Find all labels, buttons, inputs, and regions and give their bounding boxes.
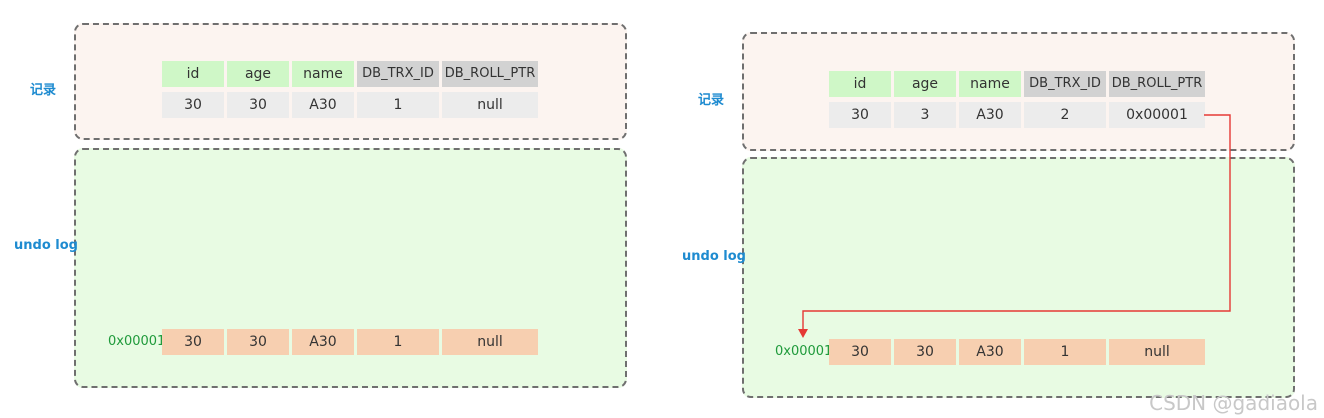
undo-db-roll-ptr: null bbox=[1109, 339, 1205, 365]
right-panel: 记录 undo log id age name DB_TRX_ID DB_ROL… bbox=[662, 0, 1324, 418]
record-id: 30 bbox=[162, 92, 224, 118]
header-db-trx-id: DB_TRX_ID bbox=[357, 61, 439, 87]
left-panel: 记录 undo log id age name DB_TRX_ID DB_ROL… bbox=[14, 23, 627, 388]
roll-pointer-arrow bbox=[798, 114, 1231, 338]
undo-log-label: undo log bbox=[682, 249, 746, 264]
record-db-trx-id: 2 bbox=[1024, 102, 1106, 128]
record-id: 30 bbox=[829, 102, 891, 128]
undo-value-row: 30 30 A30 1 null bbox=[162, 329, 538, 355]
record-age: 3 bbox=[894, 102, 956, 128]
header-db-roll-ptr: DB_ROLL_PTR bbox=[1109, 71, 1205, 97]
header-name: name bbox=[292, 61, 354, 87]
undo-value-row: 30 30 A30 1 null bbox=[829, 339, 1205, 365]
undo-age: 30 bbox=[227, 329, 289, 355]
header-id: id bbox=[162, 61, 224, 87]
record-header-row: id age name DB_TRX_ID DB_ROLL_PTR bbox=[162, 61, 538, 87]
header-db-roll-ptr: DB_ROLL_PTR bbox=[442, 61, 538, 87]
watermark: CSDN @gadiaola bbox=[1149, 391, 1318, 415]
header-name: name bbox=[959, 71, 1021, 97]
undo-age: 30 bbox=[894, 339, 956, 365]
undo-name: A30 bbox=[959, 339, 1021, 365]
record-label: 记录 bbox=[698, 93, 725, 108]
record-db-roll-ptr: 0x00001 bbox=[1109, 102, 1205, 128]
record-value-row: 30 30 A30 1 null bbox=[162, 92, 538, 118]
record-label: 记录 bbox=[30, 83, 57, 98]
undo-db-trx-id: 1 bbox=[357, 329, 439, 355]
record-header-row: id age name DB_TRX_ID DB_ROLL_PTR bbox=[829, 71, 1205, 97]
roll-pointer-arrowhead bbox=[798, 329, 808, 338]
undo-id: 30 bbox=[829, 339, 891, 365]
undo-db-roll-ptr: null bbox=[442, 329, 538, 355]
undo-id: 30 bbox=[162, 329, 224, 355]
header-db-trx-id: DB_TRX_ID bbox=[1024, 71, 1106, 97]
record-db-trx-id: 1 bbox=[357, 92, 439, 118]
undo-address: 0x00001 bbox=[775, 344, 833, 359]
undo-name: A30 bbox=[292, 329, 354, 355]
record-age: 30 bbox=[227, 92, 289, 118]
record-db-roll-ptr: null bbox=[442, 92, 538, 118]
record-value-row: 30 3 A30 2 0x00001 bbox=[829, 102, 1205, 128]
header-age: age bbox=[894, 71, 956, 97]
header-age: age bbox=[227, 61, 289, 87]
record-name: A30 bbox=[292, 92, 354, 118]
record-name: A30 bbox=[959, 102, 1021, 128]
undo-address: 0x00001 bbox=[108, 334, 166, 349]
roll-pointer-line bbox=[802, 114, 1231, 330]
undo-db-trx-id: 1 bbox=[1024, 339, 1106, 365]
undo-log-label: undo log bbox=[14, 238, 78, 253]
header-id: id bbox=[829, 71, 891, 97]
